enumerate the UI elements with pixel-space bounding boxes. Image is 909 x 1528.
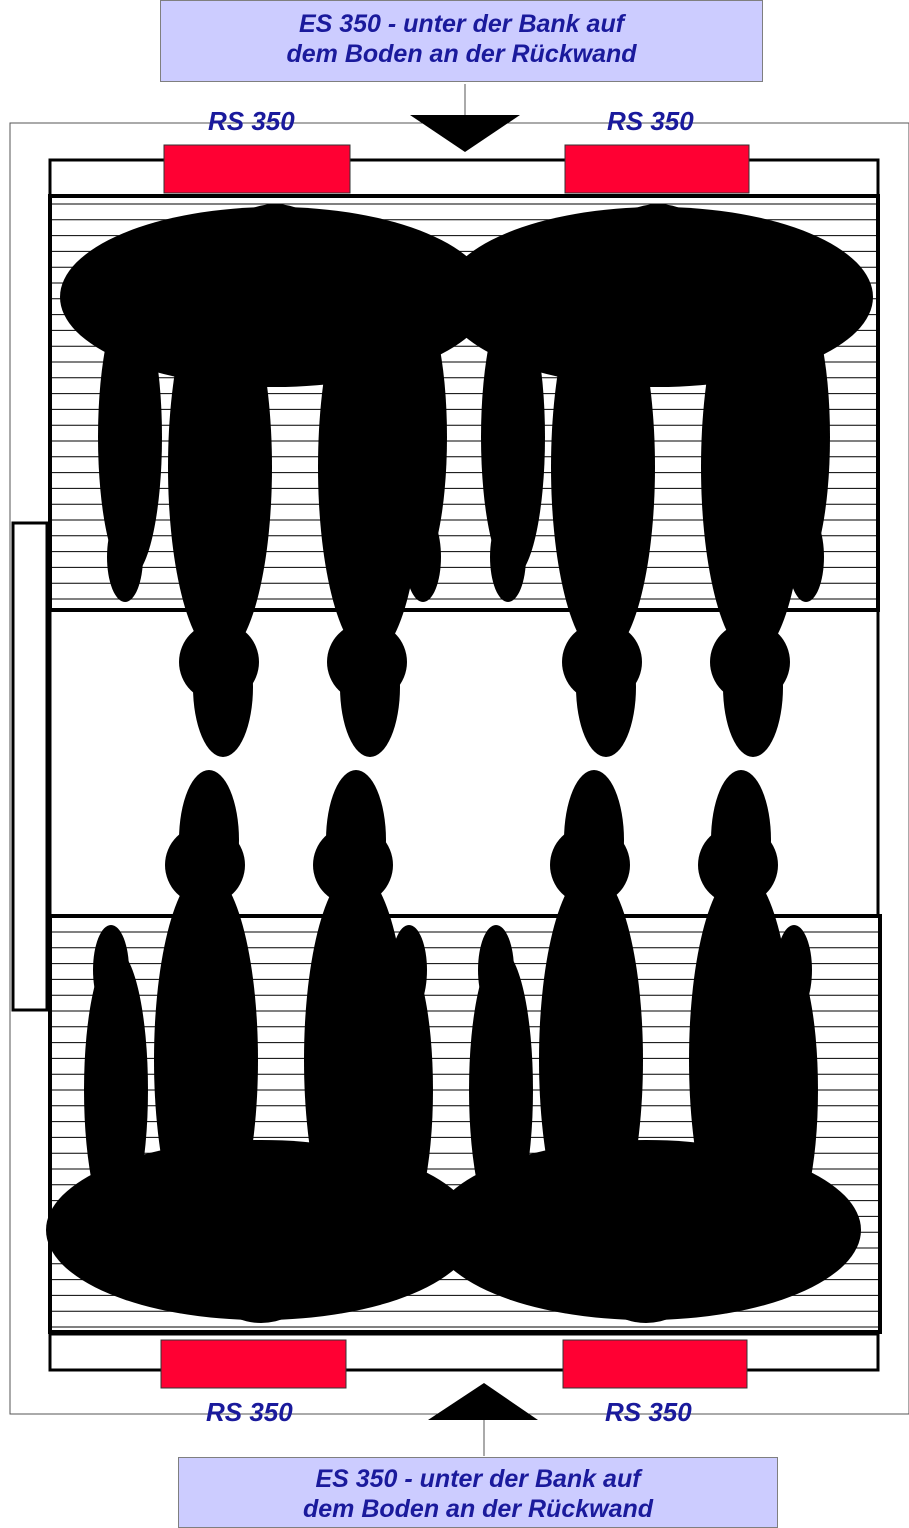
heater-label-top-right: RS 350 [607, 106, 694, 136]
heater-bottom-left [161, 1340, 346, 1388]
callout-bottom: ES 350 - unter der Bank auf dem Boden an… [178, 1457, 778, 1528]
callout-top-line2: dem Boden an der Rückwand [161, 39, 762, 69]
door [13, 523, 47, 1010]
arrow-down-icon [410, 115, 520, 152]
heater-label-bottom-left: RS 350 [206, 1397, 293, 1427]
heater-label-bottom-right: RS 350 [605, 1397, 692, 1427]
heater-top-right [565, 145, 749, 193]
heater-label-top-left: RS 350 [208, 106, 295, 136]
heater-top-left [164, 145, 350, 193]
callout-bottom-line1: ES 350 - unter der Bank auf [179, 1464, 777, 1494]
callout-top: ES 350 - unter der Bank auf dem Boden an… [160, 0, 763, 82]
arrow-up-icon [428, 1383, 538, 1420]
callout-bottom-line2: dem Boden an der Rückwand [179, 1494, 777, 1524]
heater-bottom-right [563, 1340, 747, 1388]
callout-top-line1: ES 350 - unter der Bank auf [161, 9, 762, 39]
